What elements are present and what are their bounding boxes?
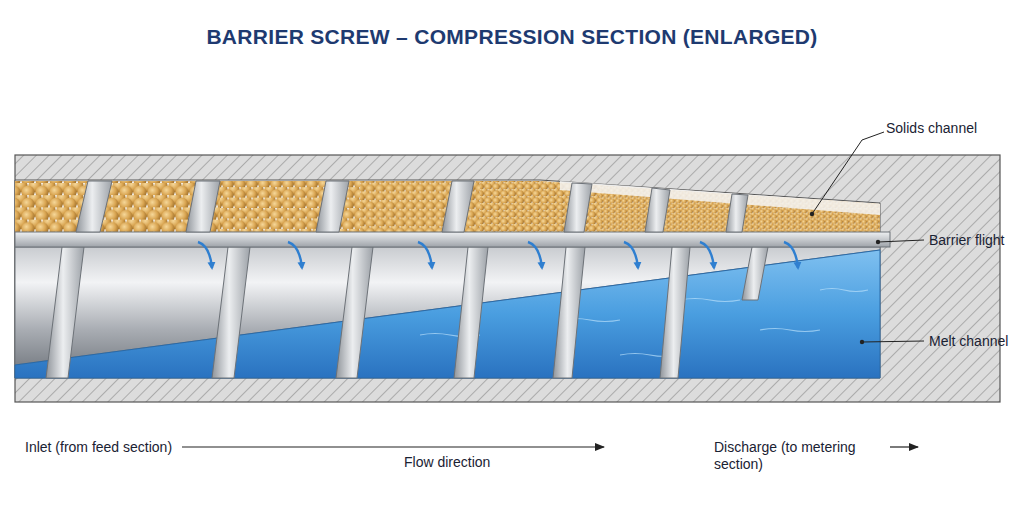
barrel-wall [15,155,1000,402]
flow-label: Flow direction [404,454,544,471]
leader-lines [812,132,924,342]
solids-gap [560,181,880,215]
leader-dot [876,240,880,244]
part-label: Melt channel [929,333,1021,350]
part-label: Solids channel [886,120,1016,137]
screw-flights-upper [76,181,748,232]
flow-label: Discharge (to metering section) [714,439,892,473]
barrier-flight [15,232,890,247]
flow-arrow [890,446,918,447]
diagram-title: BARRIER SCREW – COMPRESSION SECTION (ENL… [0,24,1024,50]
leader-dot [810,212,814,216]
leader-dot [860,340,864,344]
flow-label: Inlet (from feed section) [25,439,185,456]
pellets [15,175,890,235]
flow-arrow [182,446,604,447]
part-label: Barrier flight [929,232,1021,249]
melt-ripples [420,289,868,357]
melt-transfer-arrows [198,242,798,268]
screw-flights-lower [46,247,768,378]
